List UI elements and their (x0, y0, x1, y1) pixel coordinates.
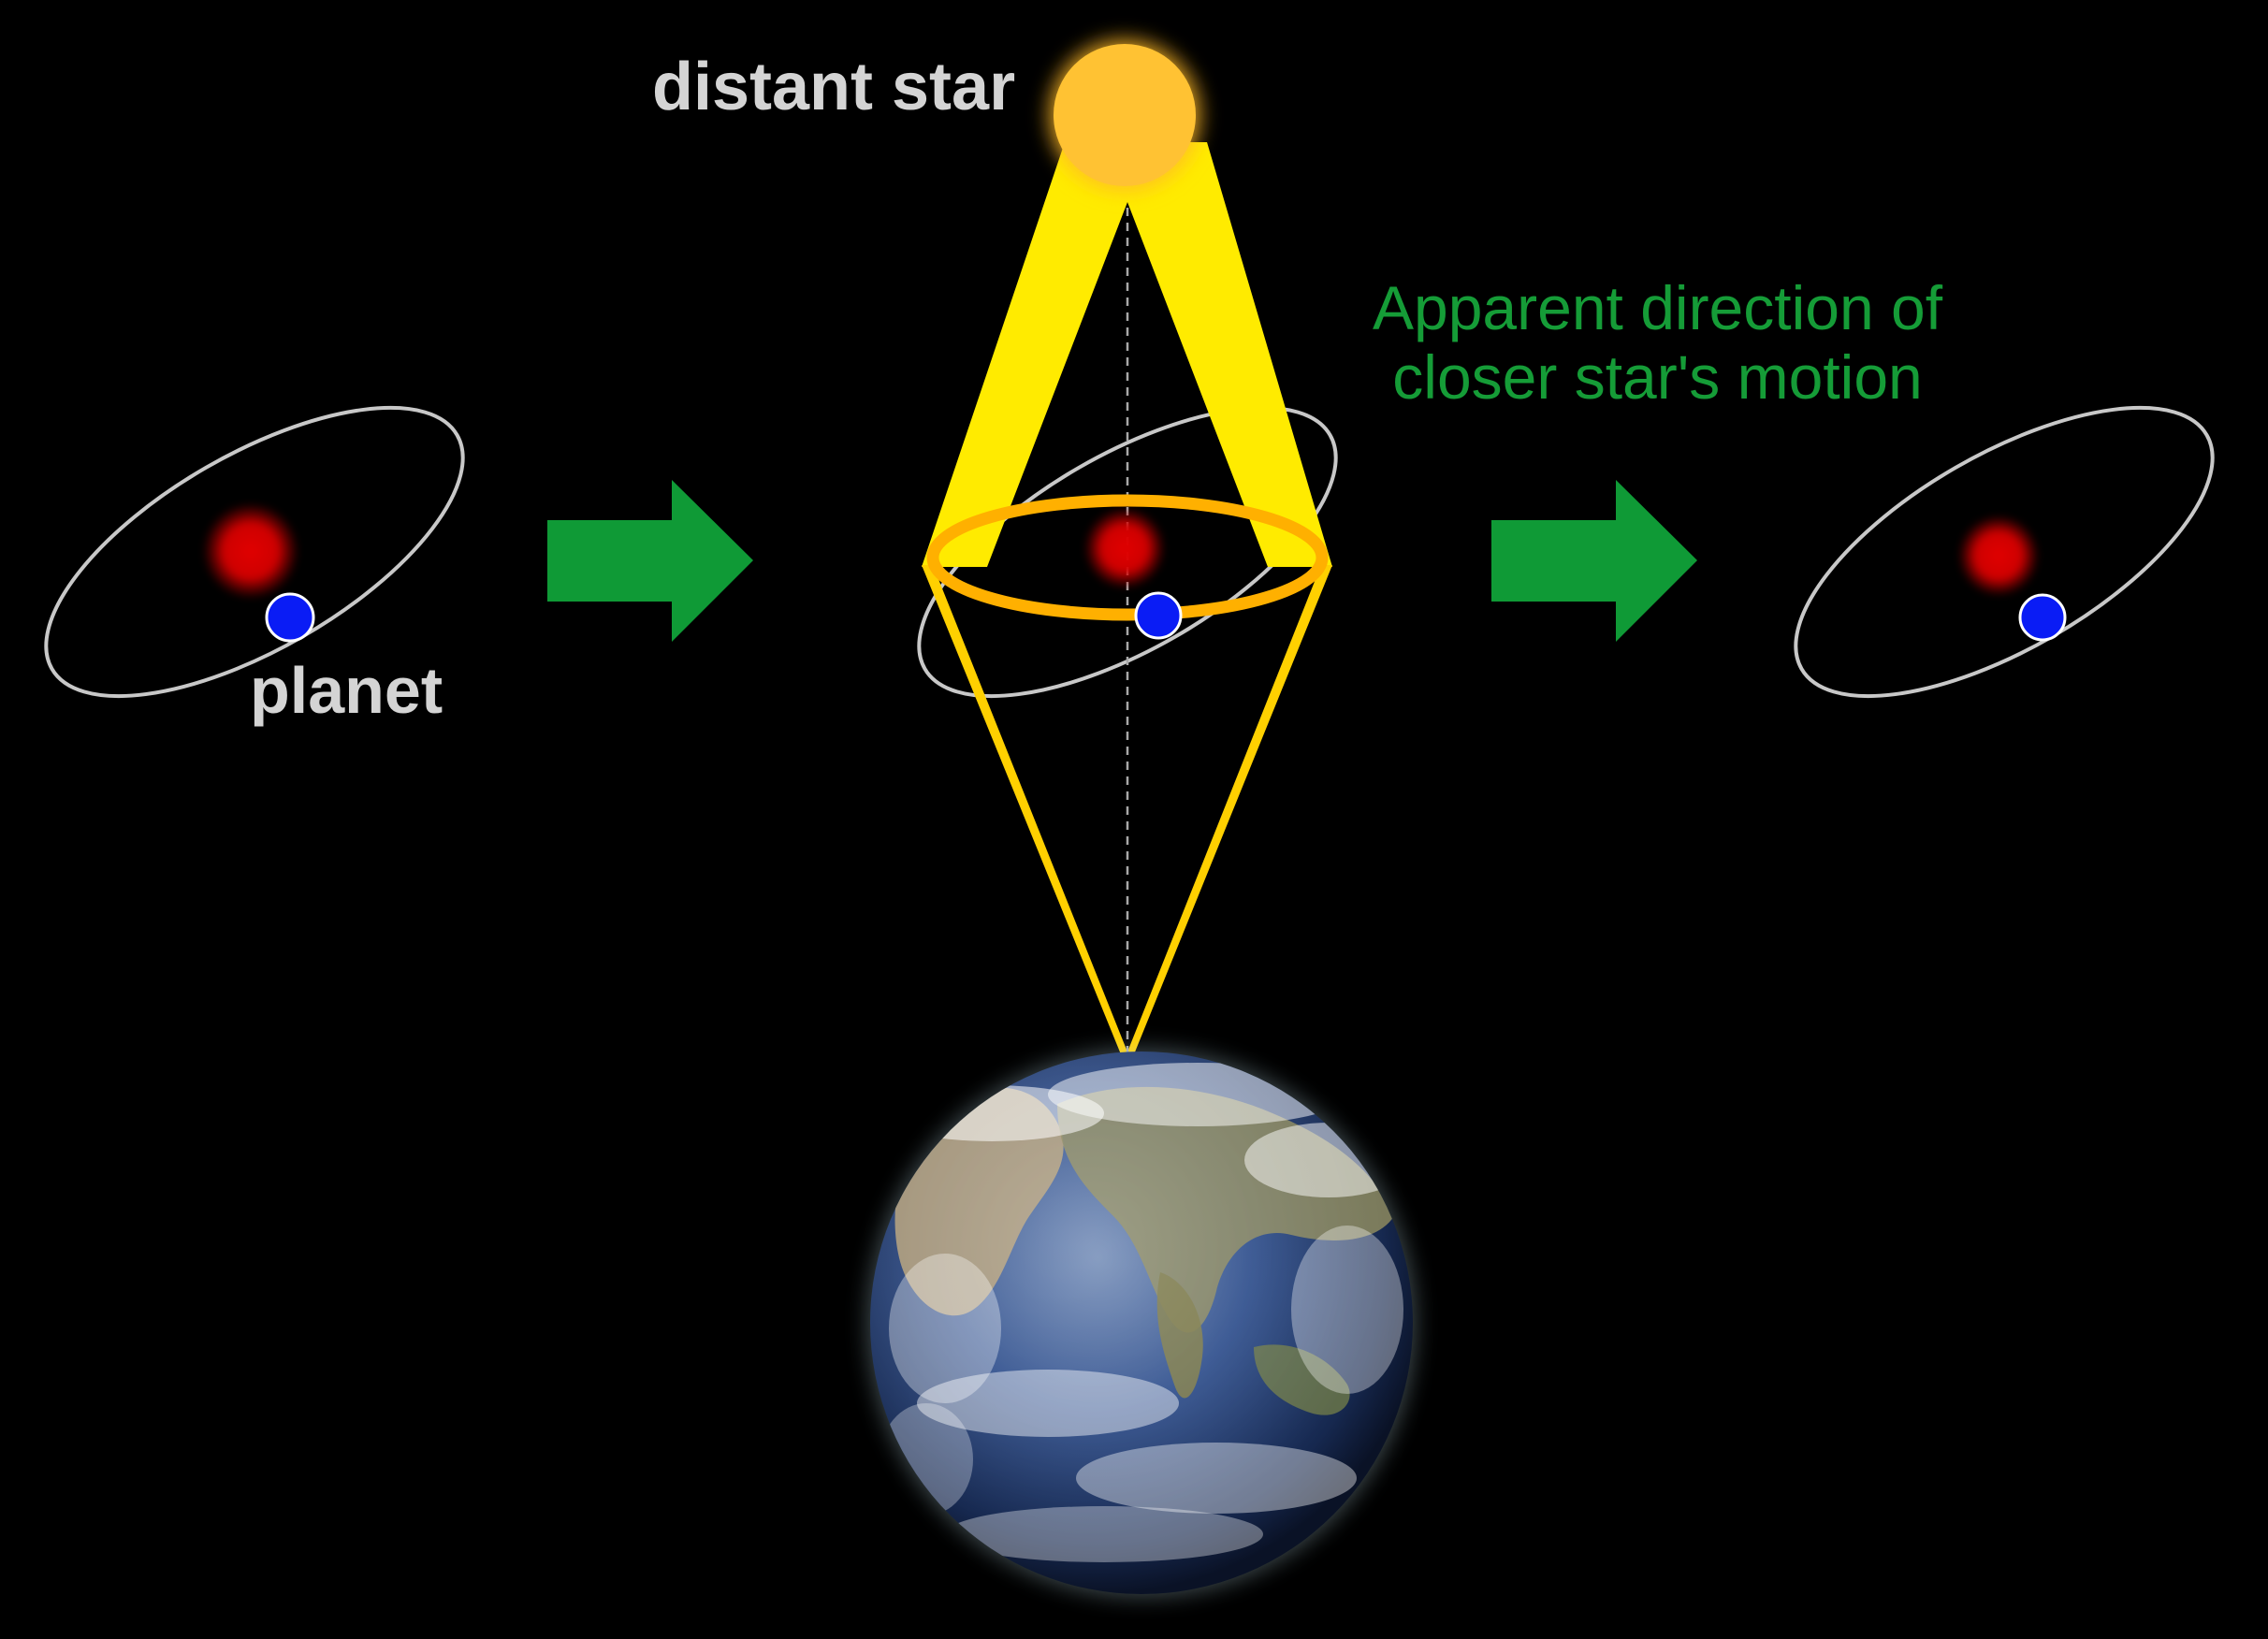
upper-light-cone (922, 142, 1332, 567)
distant-star-label: distant star (652, 50, 1016, 124)
center-orbit (917, 405, 1338, 699)
closer-star-icon (202, 502, 299, 600)
apparent-motion-label: Apparent direction of closer star's moti… (1373, 273, 1942, 412)
earth-highlight (870, 1052, 1413, 1594)
closer-star-icon (1957, 515, 2040, 597)
planet-icon (1134, 591, 1183, 640)
planet-label: planet (250, 654, 443, 727)
lower-cone-edge-right (1125, 565, 1332, 1059)
apparent-motion-line-2: closer star's motion (1392, 342, 1923, 412)
planet-icon (265, 592, 315, 643)
left-star-system (44, 405, 465, 699)
closer-star-icon (1083, 507, 1166, 589)
distant-star-icon (1054, 44, 1196, 186)
center-star-system (917, 142, 1338, 1059)
right-arrow-icon (547, 480, 753, 642)
parallax-ellipse (926, 494, 1329, 621)
right-arrow-icon (1491, 480, 1697, 642)
apparent-motion-line-1: Apparent direction of (1373, 273, 1943, 342)
planet-icon (2018, 593, 2067, 642)
right-star-system (1794, 405, 2215, 699)
lower-cone-edge-left (922, 565, 1130, 1059)
earth-icon (855, 1037, 1428, 1609)
